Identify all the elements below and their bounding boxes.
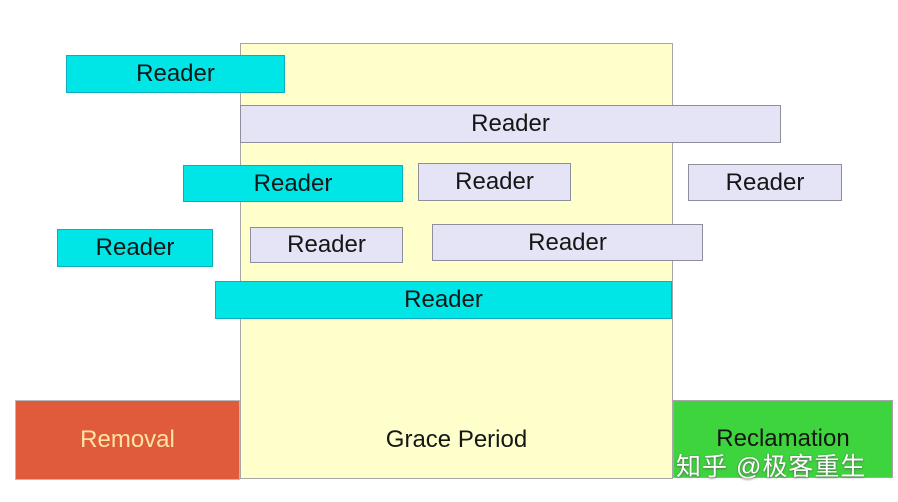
watermark: 知乎 @极客重生	[676, 453, 867, 481]
reader-bar-label: Reader	[136, 60, 215, 87]
reader-bar-label: Reader	[404, 286, 483, 313]
removal-box: Removal	[15, 400, 240, 480]
reader-bar: Reader	[240, 105, 781, 143]
reader-bar-label: Reader	[95, 234, 175, 261]
reader-bar-label: Reader	[725, 168, 805, 196]
reclamation-box: Reclamation	[673, 400, 893, 478]
reader-bar: Reader	[250, 227, 403, 263]
reader-bar: Reader	[57, 229, 213, 267]
grace-period-label: Grace Period	[385, 426, 528, 453]
reader-bar-label: Reader	[253, 169, 333, 197]
reader-bar: Reader	[418, 163, 571, 201]
reader-bar-label: Reader	[471, 110, 550, 137]
removal-label: Removal	[80, 426, 175, 453]
reader-bar-label: Reader	[455, 168, 534, 195]
reader-bar-label: Reader	[287, 231, 366, 258]
reader-bar: Reader	[215, 281, 672, 319]
reader-bar: Reader	[688, 164, 842, 201]
reader-bar-label: Reader	[528, 228, 607, 256]
reader-bar: Reader	[183, 165, 403, 202]
reader-bar: Reader	[432, 224, 703, 261]
reader-bar: Reader	[66, 55, 285, 93]
reclamation-label: Reclamation	[716, 425, 850, 452]
